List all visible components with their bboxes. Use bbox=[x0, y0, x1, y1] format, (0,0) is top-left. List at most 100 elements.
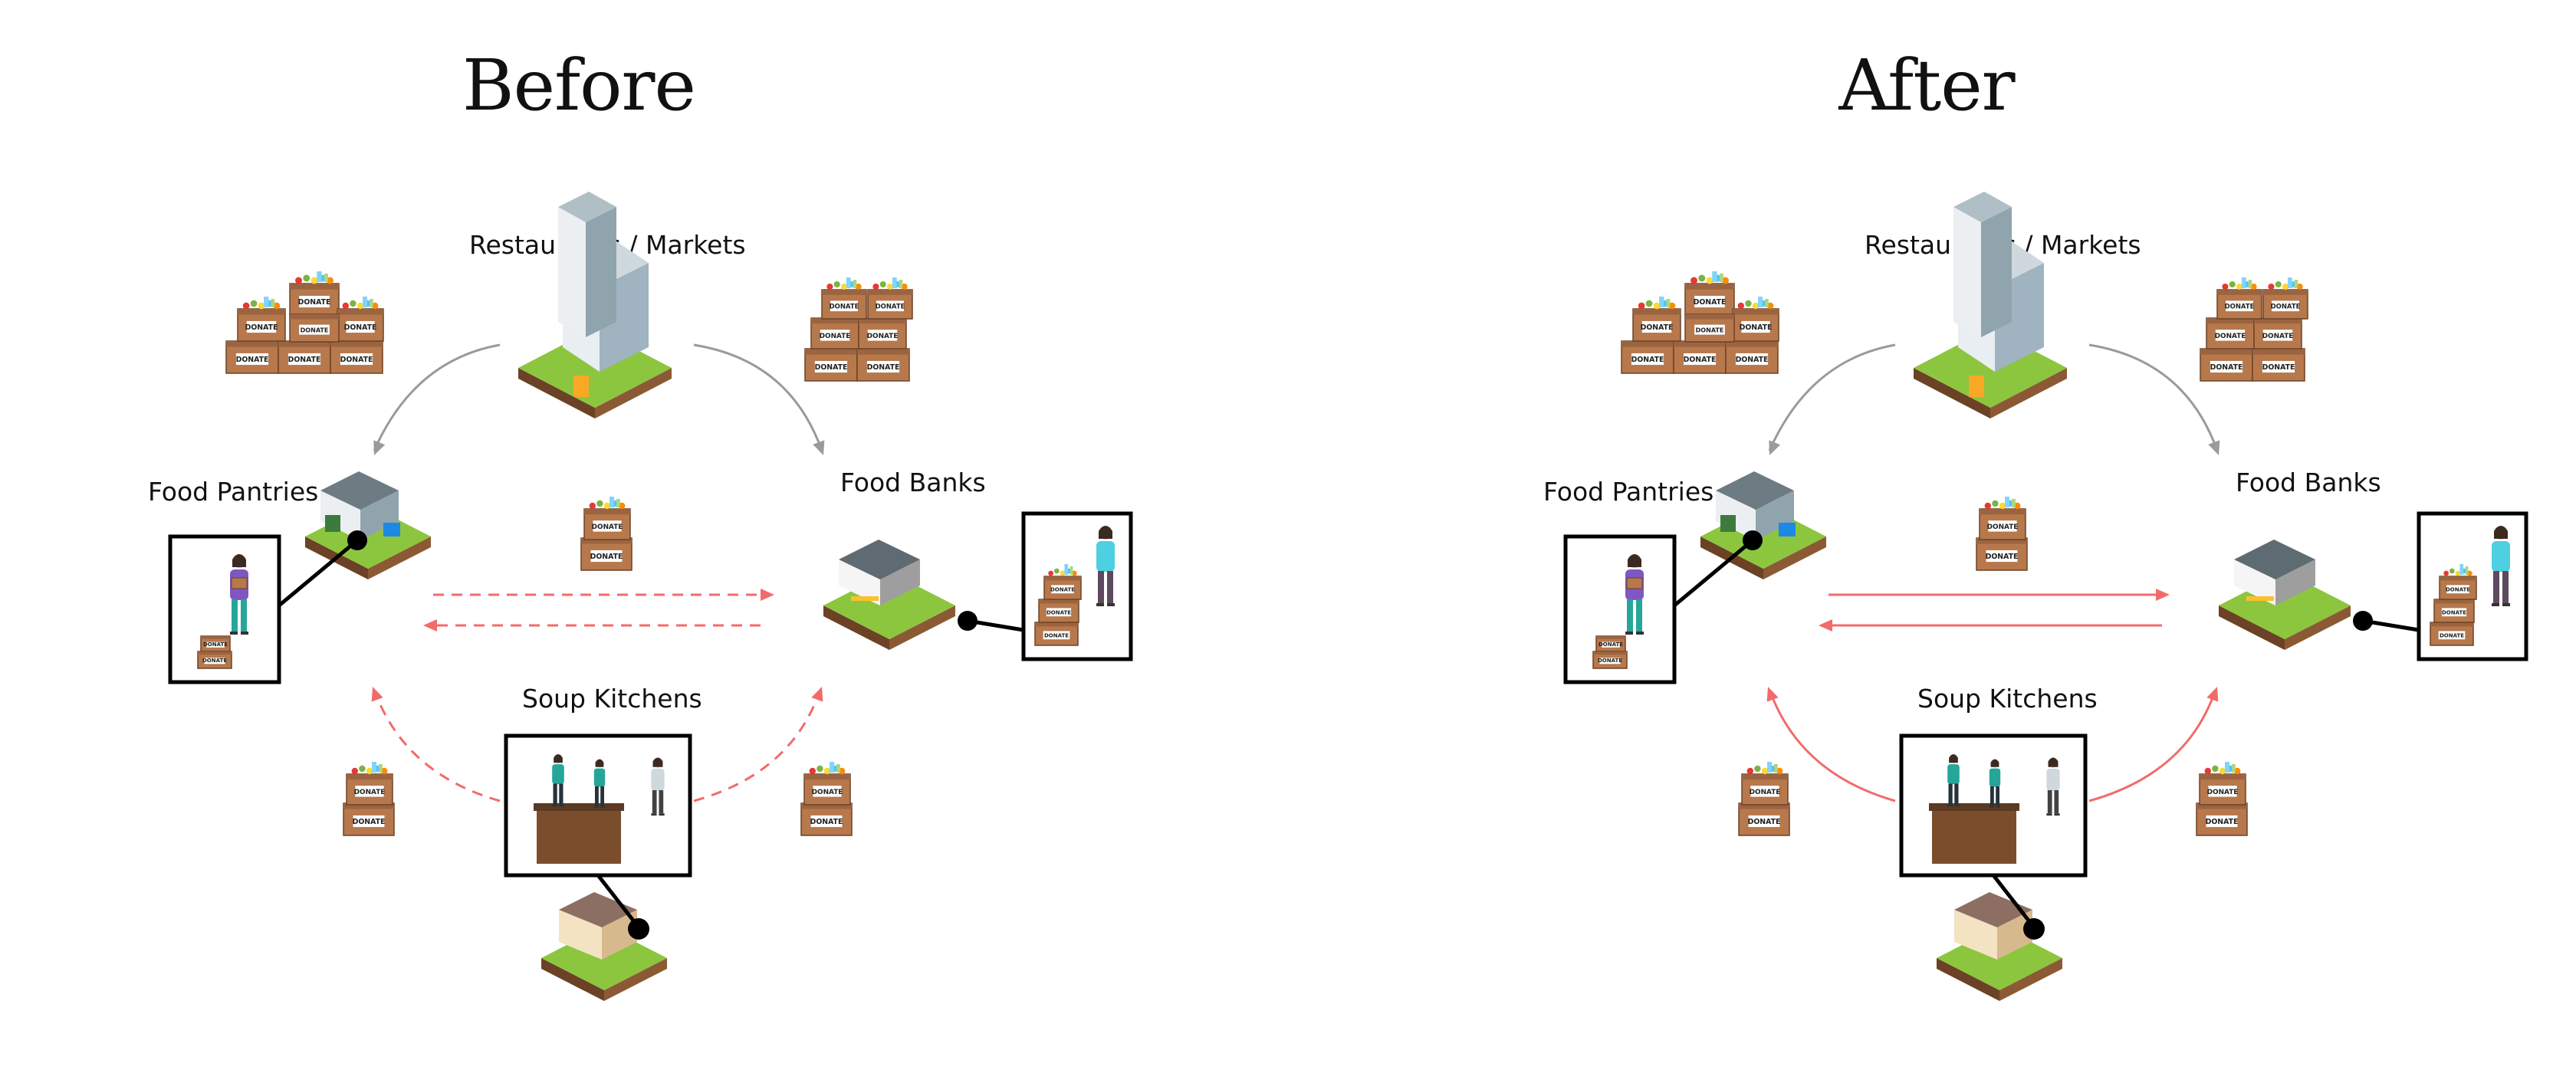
donate-label: DONATE bbox=[1641, 323, 1674, 332]
donate-label: DONATE bbox=[2206, 818, 2239, 826]
pantry-bin bbox=[1779, 523, 1796, 536]
donate-label: DONATE bbox=[590, 553, 623, 561]
donate-box: DONATE bbox=[2199, 762, 2246, 806]
donation-stack-center: DONATE DONATE bbox=[580, 497, 632, 571]
donate-box: DONATE bbox=[1632, 297, 1681, 342]
volunteer-1 bbox=[1947, 754, 1960, 807]
serving-counter bbox=[537, 809, 621, 864]
donate-box: DONATE bbox=[810, 317, 859, 349]
door bbox=[573, 376, 589, 397]
donate-box: DONATE bbox=[2206, 317, 2255, 349]
donate-label: DONATE bbox=[1986, 553, 2019, 561]
arrowhead bbox=[1766, 687, 1779, 702]
donate-box: DONATE bbox=[197, 651, 232, 669]
donate-box: DONATE bbox=[1034, 622, 1079, 646]
connector-dot bbox=[2353, 611, 2373, 631]
donate-box: DONATE bbox=[200, 635, 231, 652]
flow-arrow-restaurants-to-pantries bbox=[1768, 343, 1896, 451]
donate-label: DONATE bbox=[1631, 356, 1664, 364]
volunteer-2 bbox=[593, 759, 606, 808]
panel-title: Before bbox=[462, 44, 696, 126]
donate-label: DONATE bbox=[2440, 632, 2464, 638]
donate-box: DONATE bbox=[2200, 348, 2253, 382]
donate-box: DONATE bbox=[800, 802, 853, 836]
arrowhead bbox=[761, 589, 774, 601]
connector-dot bbox=[1743, 530, 1763, 550]
food-banks-icon bbox=[2219, 540, 2351, 650]
donate-label: DONATE bbox=[1694, 298, 1727, 307]
donate-box: DONATE bbox=[821, 277, 867, 320]
donate-label: DONATE bbox=[236, 356, 269, 364]
donate-box: DONATE bbox=[289, 271, 340, 317]
donate-label: DONATE bbox=[1696, 326, 1724, 333]
donate-box: DONATE bbox=[2430, 622, 2474, 646]
arrowhead bbox=[373, 440, 386, 455]
restaurants-markets-icon bbox=[518, 192, 672, 418]
donate-box: DONATE bbox=[2216, 277, 2262, 320]
flow-arrow-restaurants-to-banks bbox=[2088, 343, 2219, 451]
after-panel: After Restaurants / Markets Food Pantrie… bbox=[1395, 0, 2576, 1073]
arrowhead bbox=[2206, 687, 2219, 702]
soup-kitchens-label: Soup Kitchens bbox=[1917, 684, 2098, 714]
recipient bbox=[2046, 757, 2060, 816]
donate-label: DONATE bbox=[2442, 609, 2466, 615]
donate-label: DONATE bbox=[2207, 789, 2239, 796]
donate-label: DONATE bbox=[812, 789, 843, 796]
donate-label: DONATE bbox=[288, 356, 321, 364]
pantry-shelf bbox=[325, 515, 340, 532]
donate-box: DONATE bbox=[580, 537, 632, 571]
pantry-person bbox=[1625, 554, 1644, 635]
donate-box: DONATE bbox=[330, 340, 383, 374]
donate-label: DONATE bbox=[354, 789, 386, 796]
volunteer-1 bbox=[552, 754, 564, 807]
arrowhead bbox=[2156, 589, 2170, 601]
warehouse bbox=[2234, 540, 2315, 605]
soup-kitchens-label: Soup Kitchens bbox=[522, 684, 702, 714]
donate-label: DONATE bbox=[830, 303, 859, 310]
volunteer-2 bbox=[1989, 759, 2001, 808]
donate-box: DONATE bbox=[225, 340, 279, 374]
donate-box: DONATE bbox=[1741, 762, 1789, 806]
donate-box: DONATE bbox=[1043, 564, 1082, 600]
flow-arrow-kitchens-to-pantries bbox=[1769, 693, 1896, 802]
donate-label: DONATE bbox=[2225, 303, 2255, 310]
counter-top bbox=[534, 803, 624, 811]
donate-label: DONATE bbox=[1740, 323, 1773, 332]
donate-box: DONATE bbox=[2252, 348, 2305, 382]
donate-box: DONATE bbox=[583, 497, 631, 540]
donate-label: DONATE bbox=[2262, 333, 2294, 340]
restaurants-markets-icon bbox=[1914, 192, 2067, 418]
donate-box: DONATE bbox=[1725, 340, 1779, 374]
donate-label: DONATE bbox=[245, 323, 278, 332]
donate-box: DONATE bbox=[1595, 635, 1626, 652]
donate-box: DONATE bbox=[289, 313, 340, 343]
office-tower bbox=[558, 192, 616, 337]
donate-label: DONATE bbox=[1684, 356, 1717, 364]
kitchen-building bbox=[559, 892, 637, 960]
donate-label: DONATE bbox=[1044, 632, 1069, 638]
arrowhead bbox=[2208, 440, 2220, 455]
connector-kitchen bbox=[596, 874, 640, 929]
donate-box: DONATE bbox=[1038, 599, 1079, 623]
donation-stack-lower-right: DONATE DONATE bbox=[800, 762, 853, 836]
donate-label: DONATE bbox=[298, 298, 331, 307]
connector-dot bbox=[958, 611, 978, 631]
donate-label: DONATE bbox=[2446, 586, 2470, 592]
donate-label: DONATE bbox=[867, 333, 899, 340]
recipient bbox=[651, 757, 665, 816]
donate-label: DONATE bbox=[810, 818, 843, 826]
donate-box: DONATE bbox=[1684, 271, 1735, 317]
connector-dot bbox=[2023, 918, 2045, 940]
donate-label: DONATE bbox=[2262, 363, 2295, 372]
counter-top bbox=[1929, 803, 2019, 811]
donate-label: DONATE bbox=[1598, 642, 1623, 648]
serving-counter bbox=[1932, 809, 2016, 864]
donate-box: DONATE bbox=[1592, 651, 1628, 669]
warehouse-stripe bbox=[2246, 596, 2274, 601]
